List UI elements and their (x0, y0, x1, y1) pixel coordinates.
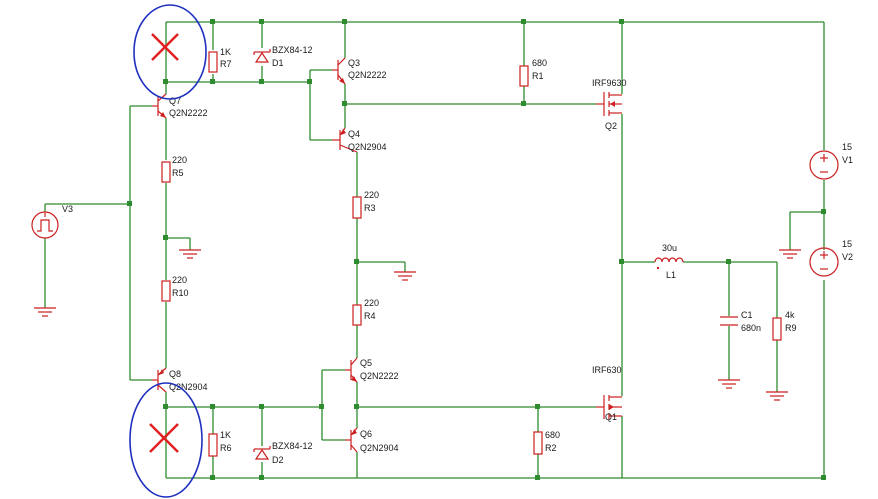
r4-ref: R4 (364, 311, 376, 321)
resistor-r9: 4k R9 (772, 310, 797, 341)
r2-ref: R2 (545, 443, 557, 453)
ground-symbols (34, 249, 801, 401)
ground-icon (766, 391, 788, 401)
inductor-l1: 30u L1 (654, 243, 684, 280)
q7-value: Q2N2222 (169, 108, 208, 118)
r3-ref: R3 (364, 203, 376, 213)
r7-ref: R7 (220, 59, 232, 69)
v3-ref: V3 (62, 204, 73, 214)
resistor-r7: 1K R7 (208, 47, 232, 73)
l1-value: 30u (662, 243, 677, 253)
v1-value: 15 (842, 142, 852, 152)
ground-icon (394, 271, 416, 281)
annotation-bottom (129, 382, 203, 498)
ground-icon (779, 249, 801, 259)
r10-ref: R10 (172, 288, 189, 298)
circle-mark-icon (133, 4, 207, 100)
q6-value: Q2N2904 (360, 443, 399, 453)
voltage-source-v2: 15 V2 (809, 239, 853, 277)
resistor-r3: 220 R3 (352, 190, 379, 219)
v1-ref: V1 (842, 155, 853, 165)
transistor-q8: Q8 Q2N2904 (152, 367, 208, 393)
q3-value: Q2N2222 (348, 70, 387, 80)
r5-value: 220 (172, 155, 187, 165)
q6-ref: Q6 (360, 429, 372, 439)
circle-mark-icon (129, 382, 203, 498)
q3-ref: Q3 (348, 58, 360, 68)
resistor-r1: 680 R1 (519, 58, 547, 87)
resistor-r4: 220 R4 (352, 298, 379, 326)
resistor-r2: 680 R2 (533, 430, 560, 455)
resistor-r10: 220 R10 (161, 275, 189, 302)
mosfet-q1: IRF630 Q1 (592, 365, 622, 422)
ground-icon (179, 249, 201, 259)
q4-value: Q2N2904 (348, 142, 387, 152)
ground-icon (34, 307, 56, 317)
mosfet-q2: IRF9630 Q2 (592, 78, 627, 131)
capacitor-c1: C1 680n (720, 310, 761, 333)
r9-value: 4k (785, 310, 795, 320)
transistor-q6: Q6 Q2N2904 (345, 427, 399, 453)
q7-ref: Q7 (169, 96, 181, 106)
c1-value: 680n (741, 323, 761, 333)
q1-ref: Q1 (605, 412, 617, 422)
v2-ref: V2 (842, 252, 853, 262)
q8-value: Q2N2904 (169, 382, 208, 392)
r9-ref: R9 (785, 323, 797, 333)
q8-ref: Q8 (169, 369, 181, 379)
q5-ref: Q5 (360, 358, 372, 368)
transistor-q5: Q5 Q2N2222 (345, 357, 399, 383)
cross-mark-icon (151, 33, 179, 61)
transistor-q4: Q4 Q2N2904 (332, 127, 387, 153)
resistor-r5: 220 R5 (161, 155, 187, 183)
r1-value: 680 (532, 58, 547, 68)
r4-value: 220 (364, 298, 379, 308)
r3-value: 220 (364, 190, 379, 200)
r5-ref: R5 (172, 168, 184, 178)
c1-ref: C1 (741, 310, 753, 320)
d1-ref: D1 (272, 58, 284, 68)
resistor-r6: 1K R6 (208, 430, 232, 457)
q5-value: Q2N2222 (360, 371, 399, 381)
d2-value: BZX84-12 (272, 441, 313, 451)
d2-ref: D2 (272, 455, 284, 465)
q1-value: IRF630 (592, 365, 622, 375)
ground-icon (718, 379, 740, 389)
r7-value: 1K (220, 47, 231, 57)
l1-ref: L1 (666, 270, 676, 280)
d1-value: BZX84-12 (272, 45, 313, 55)
cross-mark-icon (149, 423, 179, 453)
zener-diode-d2: BZX84-12 D2 (253, 441, 313, 465)
zener-diode-d1: BZX84-12 D1 (253, 45, 313, 68)
r6-ref: R6 (220, 443, 232, 453)
wires (44, 21, 825, 479)
r10-value: 220 (172, 275, 187, 285)
annotation-top (133, 4, 207, 100)
junction-dots (127, 19, 826, 480)
pulse-source-v3: V3 (31, 204, 73, 239)
q4-ref: Q4 (348, 129, 360, 139)
voltage-source-v1: 15 V1 (809, 142, 853, 180)
q2-value: IRF9630 (592, 78, 627, 88)
transistor-q3: Q3 Q2N2222 (332, 57, 387, 85)
transistor-q7: Q7 Q2N2222 (152, 93, 208, 119)
q2-ref: Q2 (605, 121, 617, 131)
r1-ref: R1 (532, 71, 544, 81)
r6-value: 1K (220, 430, 231, 440)
r2-value: 680 (545, 430, 560, 440)
v2-value: 15 (842, 239, 852, 249)
